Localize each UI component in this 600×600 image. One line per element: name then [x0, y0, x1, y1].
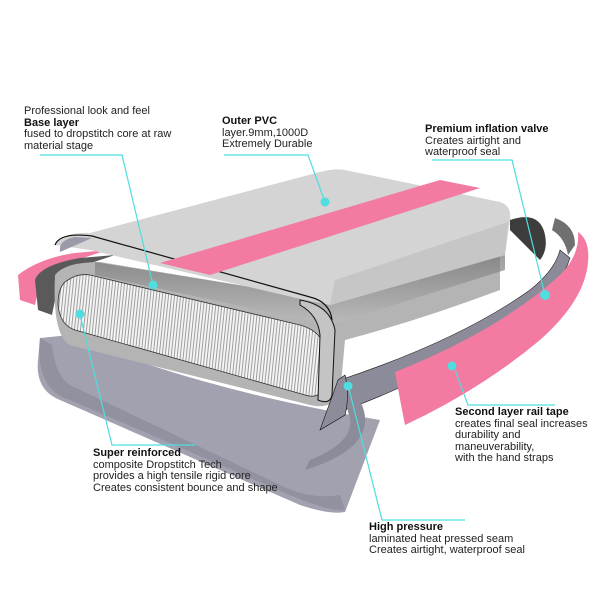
callout-line: layer.9mm,1000D — [222, 126, 309, 139]
callout-line: fused to dropstitch core at raw — [24, 128, 172, 140]
leader-rail-tape — [454, 369, 555, 406]
leader-lines — [40, 154, 555, 521]
callout-outer-pvc: Outer PVC layer.9mm,1000D Extremely Dura… — [222, 115, 313, 151]
callout-super-reinforced: Super reinforced composite Dropstitch Te… — [93, 447, 278, 494]
seam-panel — [319, 374, 348, 431]
callout-line: with the hand straps — [455, 452, 554, 464]
dot-base-layer — [148, 280, 158, 290]
leader-super-reinforced — [79, 314, 195, 446]
dot-rail-tape — [447, 361, 457, 371]
callout-line: provides a high tensile rigid core — [93, 470, 251, 482]
callout-title: Premium inflation valve — [425, 123, 549, 135]
callout-title: Base layer — [24, 116, 80, 129]
dot-super-reinforced — [75, 309, 85, 319]
callout-dots — [75, 197, 550, 391]
callout-line: material stage — [24, 139, 94, 152]
dot-outer-pvc — [320, 197, 330, 207]
dot-high-pressure — [343, 381, 353, 391]
callout-inflation-valve: Premium inflation valve Creates airtight… — [425, 123, 549, 159]
callout-title: Second layer rail tape — [455, 406, 569, 418]
callout-title: Outer PVC — [222, 115, 278, 127]
callout-line: Creates airtight and — [425, 134, 521, 147]
callout-title: High pressure — [369, 521, 443, 533]
leader-outer-pvc — [224, 154, 326, 203]
callout-line: durability and maneuverability, — [455, 429, 535, 453]
leader-base-layer — [40, 154, 154, 286]
callout-title: Super reinforced — [93, 447, 182, 459]
callout-line: Creates airtight, waterproof seal — [369, 544, 525, 556]
leader-high-pressure — [347, 384, 465, 521]
dot-inflation-valve — [540, 290, 550, 300]
pink-rail-tape-right — [395, 232, 589, 425]
leader-inflation-valve — [432, 159, 546, 296]
callout-line: waterproof seal — [425, 146, 501, 158]
top-deck-pvc — [54, 169, 511, 403]
callout-line: laminated heat pressed seam — [369, 532, 514, 545]
callout-line: Creates consistent bounce and shape — [93, 481, 278, 494]
callout-line: creates final seal increases — [455, 417, 588, 430]
pink-rail-tape-left — [18, 250, 108, 305]
callout-line: composite Dropstitch Tech — [93, 458, 222, 471]
bottom-base-layer — [37, 335, 380, 513]
callout-rail-tape: Second layer rail tape creates final sea… — [455, 406, 600, 465]
callout-base-layer: Professional look and feel Base layer fu… — [24, 105, 172, 152]
callout-line: Extremely Durable — [222, 138, 313, 150]
callout-high-pressure: High pressure laminated heat pressed sea… — [369, 521, 525, 557]
callout-pre: Professional look and feel — [24, 105, 150, 117]
